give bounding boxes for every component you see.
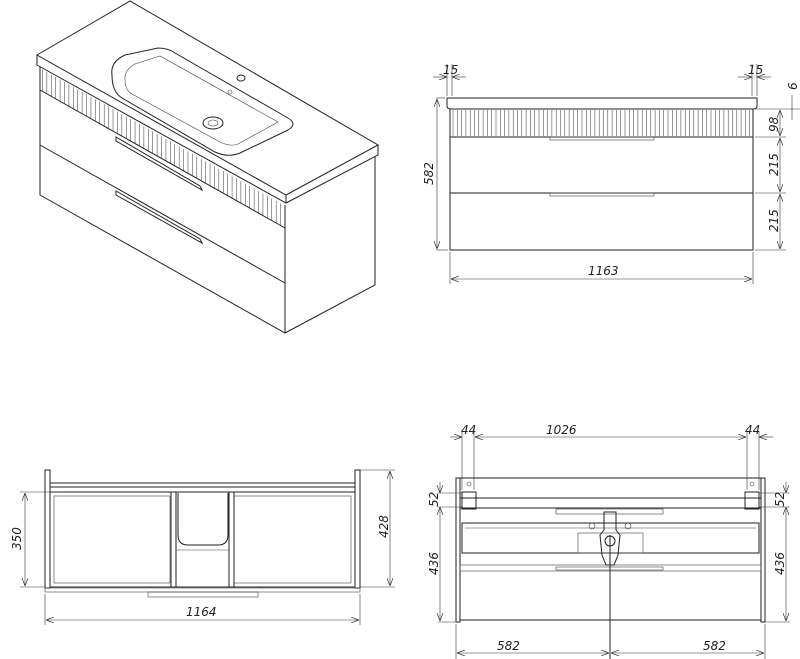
dim-half-width-right: 582 xyxy=(703,639,726,653)
dim-width: 1164 xyxy=(186,605,217,619)
dim-bracket-spacing: 1026 xyxy=(546,423,577,437)
sink-basin-inner xyxy=(124,55,279,146)
dim-height-right: 436 xyxy=(773,552,787,575)
drawer-2-handle xyxy=(549,192,655,197)
dim-fluted-band: 98 xyxy=(767,116,781,132)
siphon-icon xyxy=(599,511,621,566)
countertop xyxy=(35,0,380,204)
dim-countertop: 6 xyxy=(786,82,800,90)
siphon-cutout xyxy=(177,493,229,546)
rear-view: 44 1026 44 52 52 436 436 582 582 xyxy=(427,423,790,659)
dim-half-width-left: 582 xyxy=(497,639,520,653)
drawer-1-handle xyxy=(115,136,204,192)
fluted-band xyxy=(452,110,750,136)
dim-total-height: 582 xyxy=(422,162,436,185)
tap-hole-icon xyxy=(236,74,246,82)
dim-bracket-height-left: 52 xyxy=(427,492,441,507)
dim-drawer-1: 215 xyxy=(767,153,781,176)
fluted-band xyxy=(42,69,281,226)
dim-drawer-2: 215 xyxy=(767,209,781,232)
dim-bracket-height-right: 52 xyxy=(773,492,787,507)
bracket-right xyxy=(744,491,760,510)
dim-height-left: 436 xyxy=(427,552,441,575)
cabinet-body xyxy=(39,67,376,334)
section-view: 350 428 1164 xyxy=(10,469,395,625)
fluted-band-bottom xyxy=(39,89,286,229)
isometric-view xyxy=(35,0,380,334)
front-view: 15 15 582 1163 98 215 215 6 xyxy=(422,63,800,284)
dim-outer-height: 428 xyxy=(377,515,391,538)
dim-total-width: 1163 xyxy=(588,264,619,278)
drawer-frame xyxy=(49,491,356,588)
dim-bracket-left: 44 xyxy=(461,423,476,437)
sink-basin-outer xyxy=(111,47,294,156)
cabinet-body xyxy=(449,108,754,251)
drawer-divider xyxy=(39,144,286,284)
bracket-left xyxy=(461,491,477,510)
dim-inner-height: 350 xyxy=(10,527,24,550)
drawer-2-handle xyxy=(115,190,204,245)
dim-overhang-right: 15 xyxy=(748,63,763,77)
dim-bracket-right: 44 xyxy=(745,423,760,437)
drawer-1-handle xyxy=(549,136,655,141)
drain-icon xyxy=(202,116,224,130)
countertop xyxy=(446,97,758,110)
drawer-handle xyxy=(147,591,259,598)
dim-overhang-left: 15 xyxy=(443,63,458,77)
overflow-hole-icon xyxy=(227,89,233,95)
